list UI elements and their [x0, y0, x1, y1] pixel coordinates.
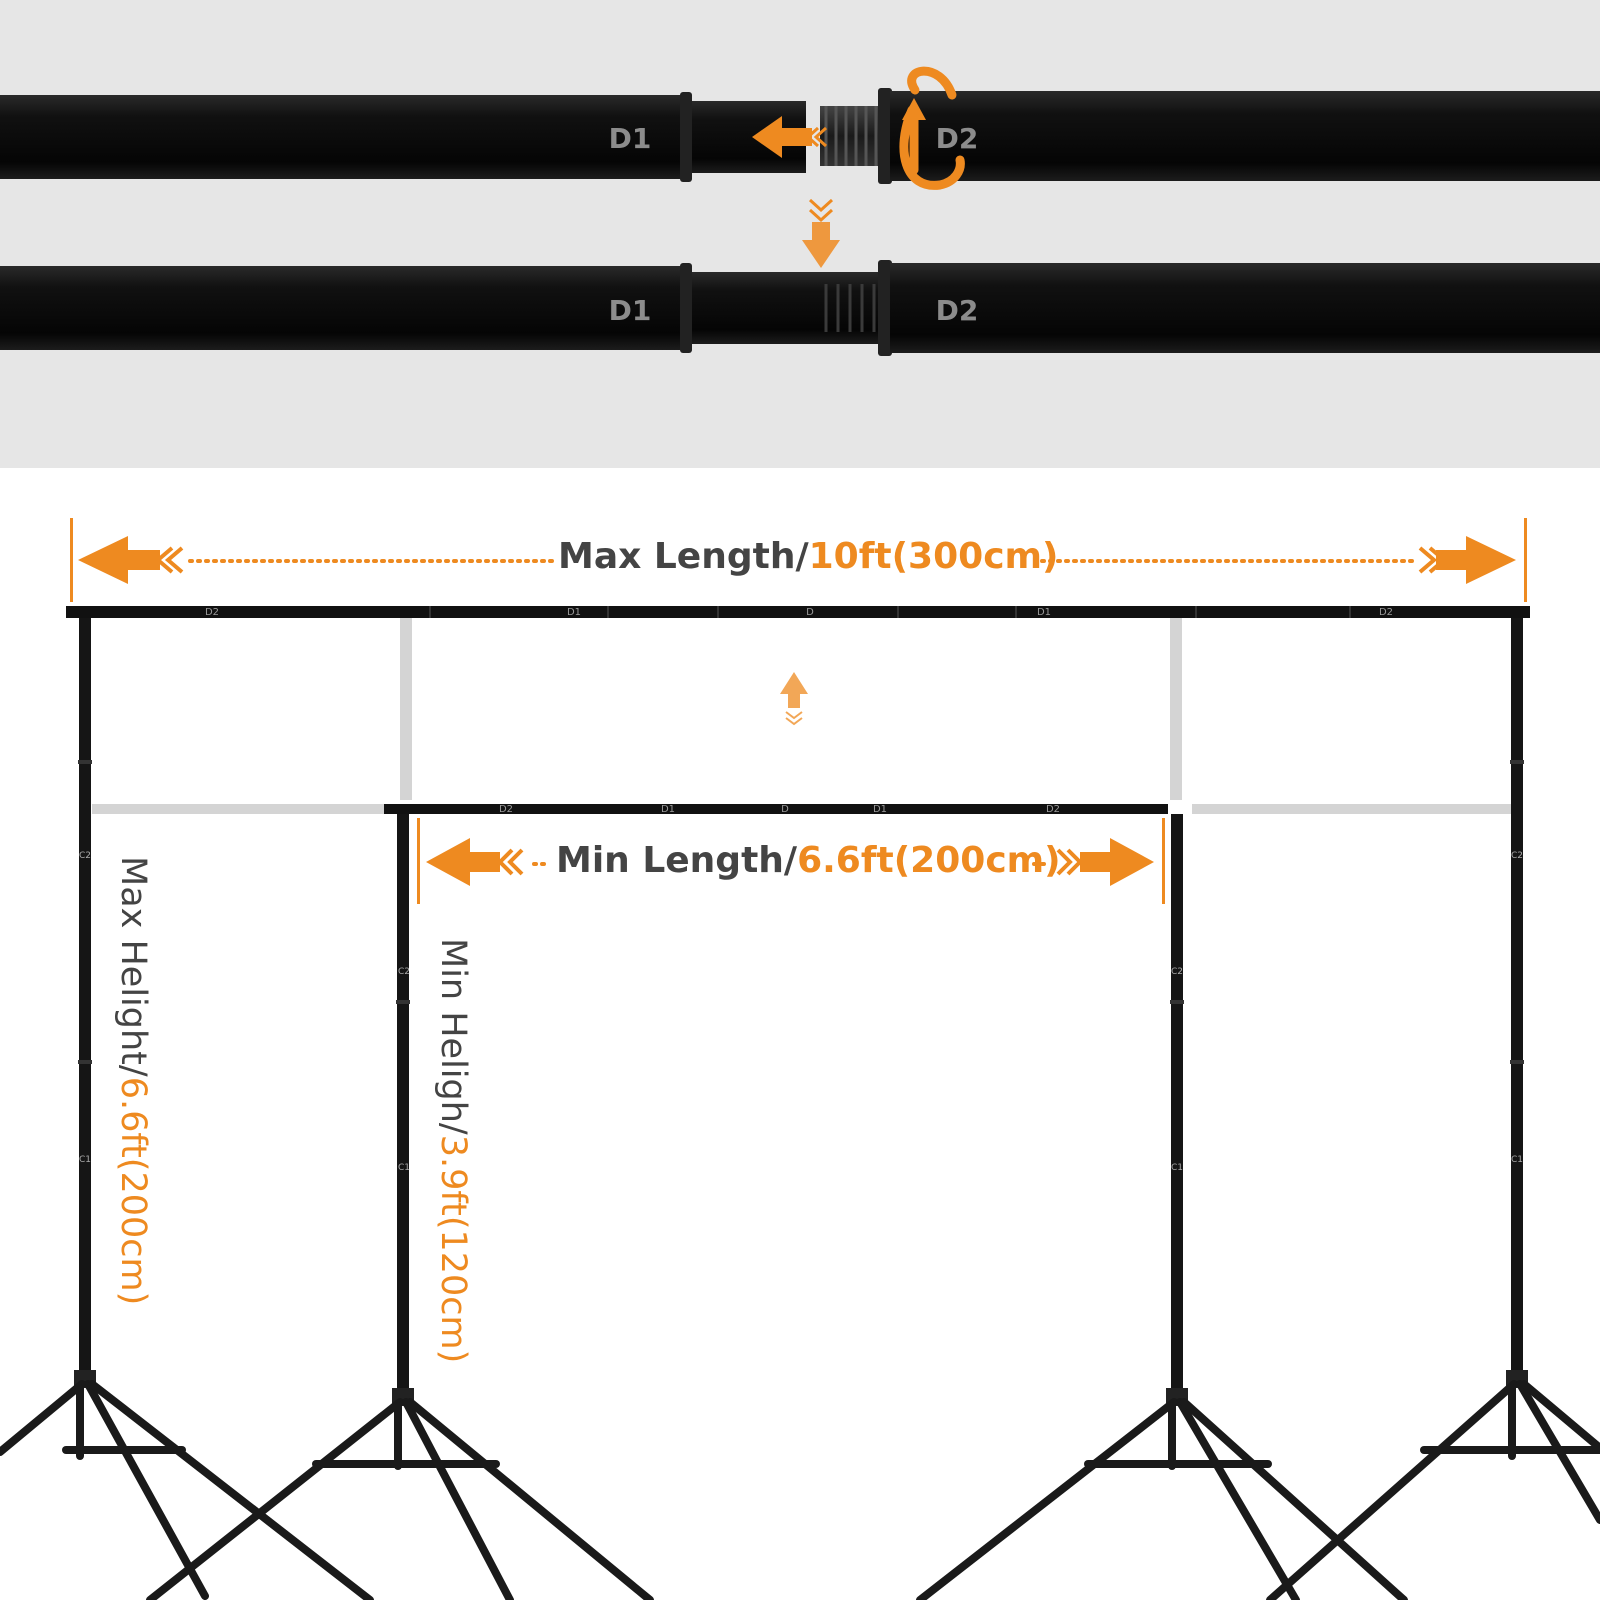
bar-label: D2: [1379, 607, 1393, 618]
stand-inner-left: C2 C1: [146, 814, 654, 1600]
stand-outer-right: C2 C1: [1266, 618, 1600, 1600]
stand-inner-right: C2 C1: [916, 814, 1408, 1600]
joined-label-d1: D1: [609, 294, 652, 327]
crossbar-min: D2 D1 D D1 D2: [384, 804, 1168, 815]
crossbar-max: D2 D1 D D1 D2: [66, 606, 1530, 618]
pole-label-d2: D2: [936, 122, 979, 155]
svg-text:Max Length/10ft(300cm): Max Length/10ft(300cm): [558, 536, 1059, 577]
stand-label: C1: [1171, 1163, 1183, 1173]
max-length-prefix: Max Length/: [558, 536, 809, 577]
min-length-value: 6.6ft(200cm): [797, 840, 1061, 881]
bar-label: D1: [1037, 607, 1051, 618]
min-length-prefix: Min Length/: [556, 840, 798, 881]
stand-label: C2: [79, 851, 91, 861]
pole-d2-separate: D2: [878, 88, 1600, 184]
joined-label-d2: D2: [936, 294, 979, 327]
pole-joined: D1 D2: [0, 260, 1600, 356]
stand-label: C1: [1511, 1155, 1523, 1165]
bar-label: D2: [1046, 804, 1060, 815]
min-length-dimension: Min Length/6.6ft(200cm): [417, 818, 1165, 904]
ghost-extension: [92, 612, 1512, 814]
max-height-label: Max Helight/6.6ft(200cm): [113, 856, 153, 1305]
min-height-label: Min Heligh/3.9ft(120cm): [433, 938, 473, 1363]
down-arrow-icon: [802, 198, 840, 268]
stand-label: C2: [1511, 851, 1523, 861]
bar-label: D: [781, 804, 789, 815]
pole-d1-separate: D1: [0, 92, 806, 182]
insert-arrow-icon: [752, 116, 828, 158]
up-arrow-icon: [780, 672, 808, 726]
pole-label-d1: D1: [609, 122, 652, 155]
stand-label: C1: [398, 1163, 410, 1173]
bar-label: D: [806, 607, 814, 618]
stand-label: C2: [398, 967, 410, 977]
svg-text:Min Length/6.6ft(200cm): Min Length/6.6ft(200cm): [556, 840, 1061, 881]
bar-label: D1: [661, 804, 675, 815]
screw-thread: [820, 106, 880, 166]
rotate-arrow-icon: [899, 66, 965, 190]
stand-label: C2: [1171, 967, 1183, 977]
stand-label: C1: [79, 1155, 91, 1165]
max-length-dimension: Max Length/10ft(300cm): [70, 518, 1527, 602]
bar-label: D1: [873, 804, 887, 815]
bar-label: D2: [499, 804, 513, 815]
connection-panel: [0, 0, 1600, 468]
stand-outer-left: C2 C1: [0, 618, 374, 1600]
bar-label: D2: [205, 607, 219, 618]
bar-label: D1: [567, 607, 581, 618]
max-length-value: 10ft(300cm): [809, 536, 1059, 577]
